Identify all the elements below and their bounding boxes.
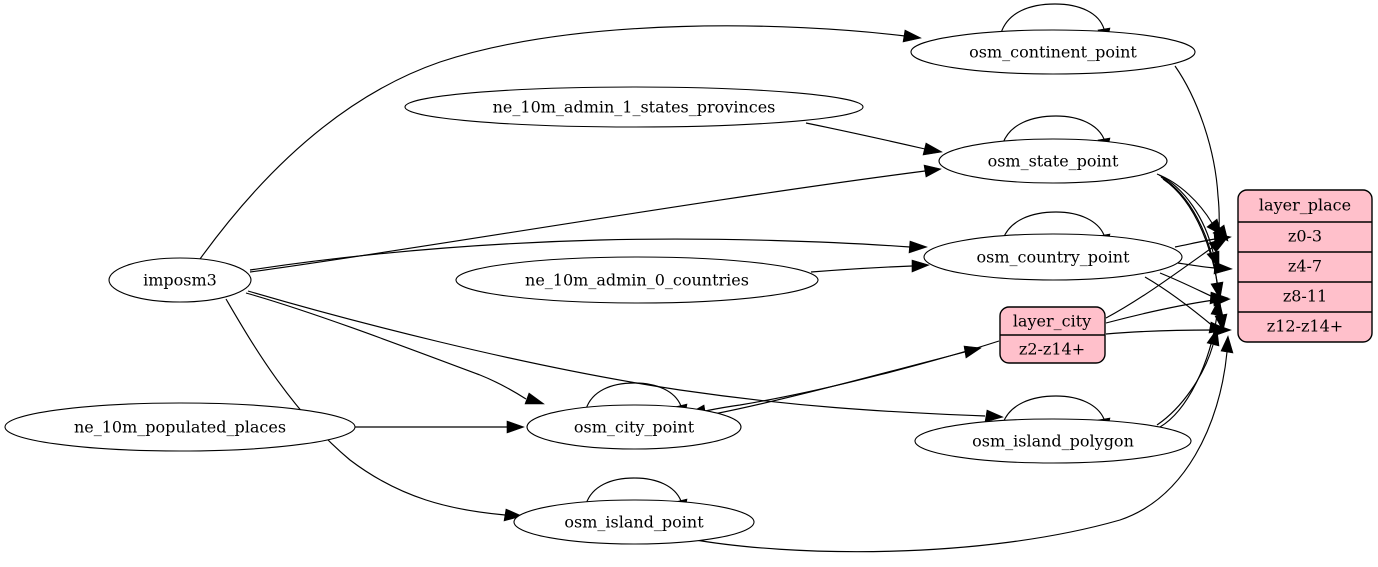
edge-osm-state-point-to-layer-place-z8-11	[1160, 176, 1224, 300]
node-osm-island-polygon[interactable]: osm_island_polygon	[914, 418, 1192, 464]
edge-imposm3-to-osm-continent-point	[199, 25, 922, 260]
edge-osm-country-point-to-layer-place-z4-7	[1177, 261, 1233, 275]
node-ne-10m-admin-0-countries[interactable]: ne_10m_admin_0_countries	[455, 256, 819, 304]
edge-imposm3-to-osm-island-point	[225, 298, 523, 522]
node-ne-states-label: ne_10m_admin_1_states_provinces	[493, 98, 776, 117]
edge-osm-continent-point-to-layer-place-z0-3	[1174, 65, 1229, 242]
node-osm-island-polygon-label: osm_island_polygon	[972, 432, 1134, 451]
node-osm-state-point[interactable]: osm_state_point	[938, 138, 1168, 184]
table-layer-place-row-z12-z14[interactable]: z12-z14+	[1267, 317, 1343, 336]
node-osm-island-point-label: osm_island_point	[564, 513, 704, 532]
node-ne-countries-label: ne_10m_admin_0_countries	[525, 271, 749, 290]
edges-layer	[199, 3, 1234, 553]
table-layer-place[interactable]: layer_place z0-3 z4-7 z8-11 z12-z14+	[1237, 189, 1373, 343]
edge-imposm3-to-osm-city-point	[245, 292, 545, 405]
node-imposm3-label: imposm3	[143, 271, 217, 290]
node-ne-10m-admin-1-states-provinces[interactable]: ne_10m_admin_1_states_provinces	[404, 86, 864, 128]
node-osm-continent-point-label: osm_continent_point	[969, 43, 1137, 62]
table-layer-place-body	[1237, 189, 1373, 343]
node-osm-state-point-label: osm_state_point	[988, 152, 1119, 171]
edge-osm-island-point-to-layer-place-z12-z14	[689, 335, 1234, 553]
table-layer-city-row-z2-z14[interactable]: z2-z14+	[1019, 340, 1085, 359]
edge-imposm3-to-osm-country-point	[249, 238, 928, 271]
edge-layer-city-to-layer-place-z0-3	[1105, 236, 1229, 319]
edge-layer-city-to-osm-city-point	[687, 340, 1000, 418]
edge-osm-island-polygon-to-layer-place-z12-z14	[1156, 328, 1220, 426]
edge-osm-city-point-to-layer-city-z2-z14	[713, 345, 982, 415]
node-ne-populated-label: ne_10m_populated_places	[74, 418, 286, 437]
node-ne-10m-populated-places[interactable]: ne_10m_populated_places	[4, 402, 356, 452]
node-osm-city-point-label: osm_city_point	[574, 418, 695, 437]
edge-ne-populated-to-osm-city-point	[355, 420, 525, 434]
nodes-layer: imposm3 ne_10m_admin_1_states_provinces …	[4, 29, 1196, 545]
node-osm-continent-point[interactable]: osm_continent_point	[910, 29, 1196, 75]
edge-osm-island-polygon-to-layer-place-z8-11	[1159, 298, 1224, 428]
node-osm-country-point-label: osm_country_point	[976, 248, 1130, 267]
table-layer-city[interactable]: layer_city z2-z14+	[999, 306, 1106, 364]
table-layer-place-row-z0-3[interactable]: z0-3	[1288, 227, 1322, 246]
table-layer-place-title: layer_place	[1259, 196, 1351, 215]
node-osm-city-point[interactable]: osm_city_point	[526, 404, 742, 450]
edge-ne-states-to-osm-state-point	[805, 122, 943, 156]
node-osm-country-point[interactable]: osm_country_point	[923, 233, 1183, 281]
edge-ne-countries-to-osm-country-point	[810, 259, 930, 273]
tables-layer: layer_city z2-z14+ layer_place z0-3 z4-7…	[999, 189, 1373, 364]
node-imposm3[interactable]: imposm3	[108, 257, 252, 303]
table-layer-place-row-z4-7[interactable]: z4-7	[1288, 257, 1322, 276]
edge-imposm3-to-osm-state-point	[249, 164, 942, 273]
edge-imposm3-to-osm-island-polygon	[247, 290, 1004, 423]
table-layer-place-row-z8-11[interactable]: z8-11	[1283, 287, 1327, 306]
table-layer-city-title: layer_city	[1013, 312, 1091, 331]
node-osm-island-point[interactable]: osm_island_point	[513, 499, 755, 545]
